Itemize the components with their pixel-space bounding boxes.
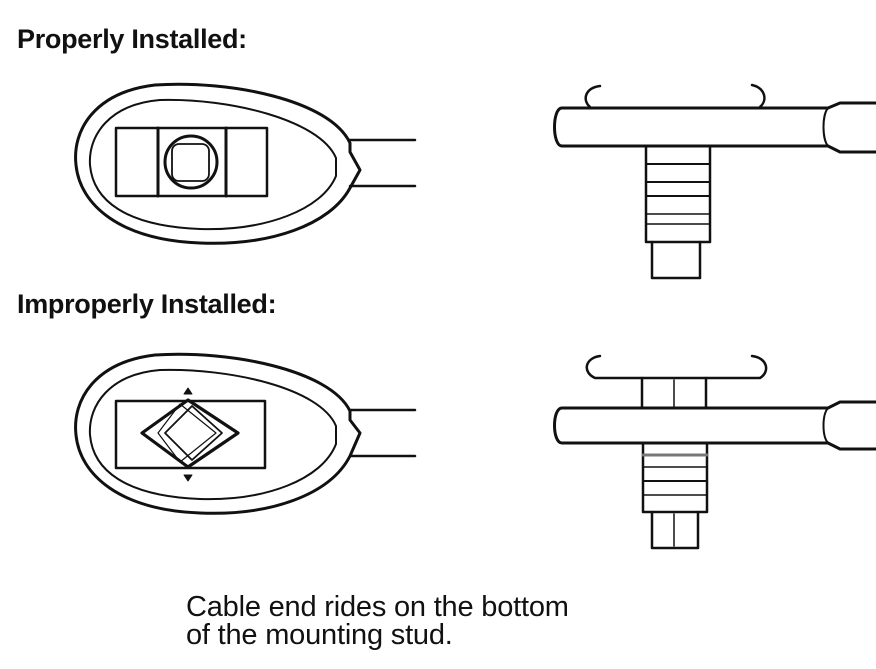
caption-line-2: of the mounting stud. bbox=[186, 619, 453, 651]
improper-side-view-stud bbox=[553, 354, 876, 550]
properly-installed-heading: Properly Installed: bbox=[17, 24, 247, 54]
improper-top-view-cable-end bbox=[74, 352, 417, 515]
proper-side-view-stud bbox=[553, 83, 876, 280]
improperly-installed-heading: Improperly Installed: bbox=[17, 289, 277, 319]
diagram-caption: Cable end rides on the bottom of the mou… bbox=[186, 591, 569, 651]
proper-top-view-cable-end bbox=[74, 82, 417, 245]
caption-line-1: Cable end rides on the bottom bbox=[186, 591, 569, 623]
